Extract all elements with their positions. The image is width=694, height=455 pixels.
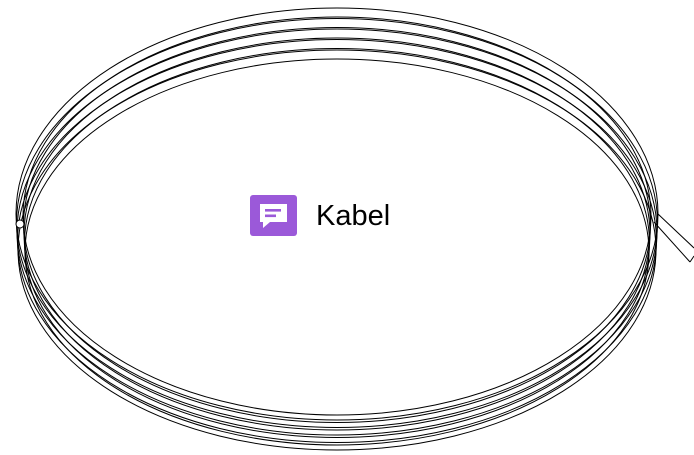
coil-label-text: Kabel — [316, 200, 391, 232]
coil-loop-inner — [24, 58, 650, 446]
coil-loop-outer — [16, 28, 658, 436]
cable-tail-edge — [657, 213, 694, 249]
coil-loop-inner — [23, 37, 651, 431]
cable-tail-cut — [689, 255, 694, 263]
coil-loop-outer — [17, 49, 657, 451]
coil-label[interactable]: Kabel — [250, 195, 390, 236]
coil-loop-outer — [17, 39, 657, 443]
comment-icon — [250, 195, 297, 236]
cable-tail-edge — [653, 221, 691, 263]
cable-end-cap — [15, 219, 25, 229]
coil-loop-inner — [24, 48, 650, 438]
